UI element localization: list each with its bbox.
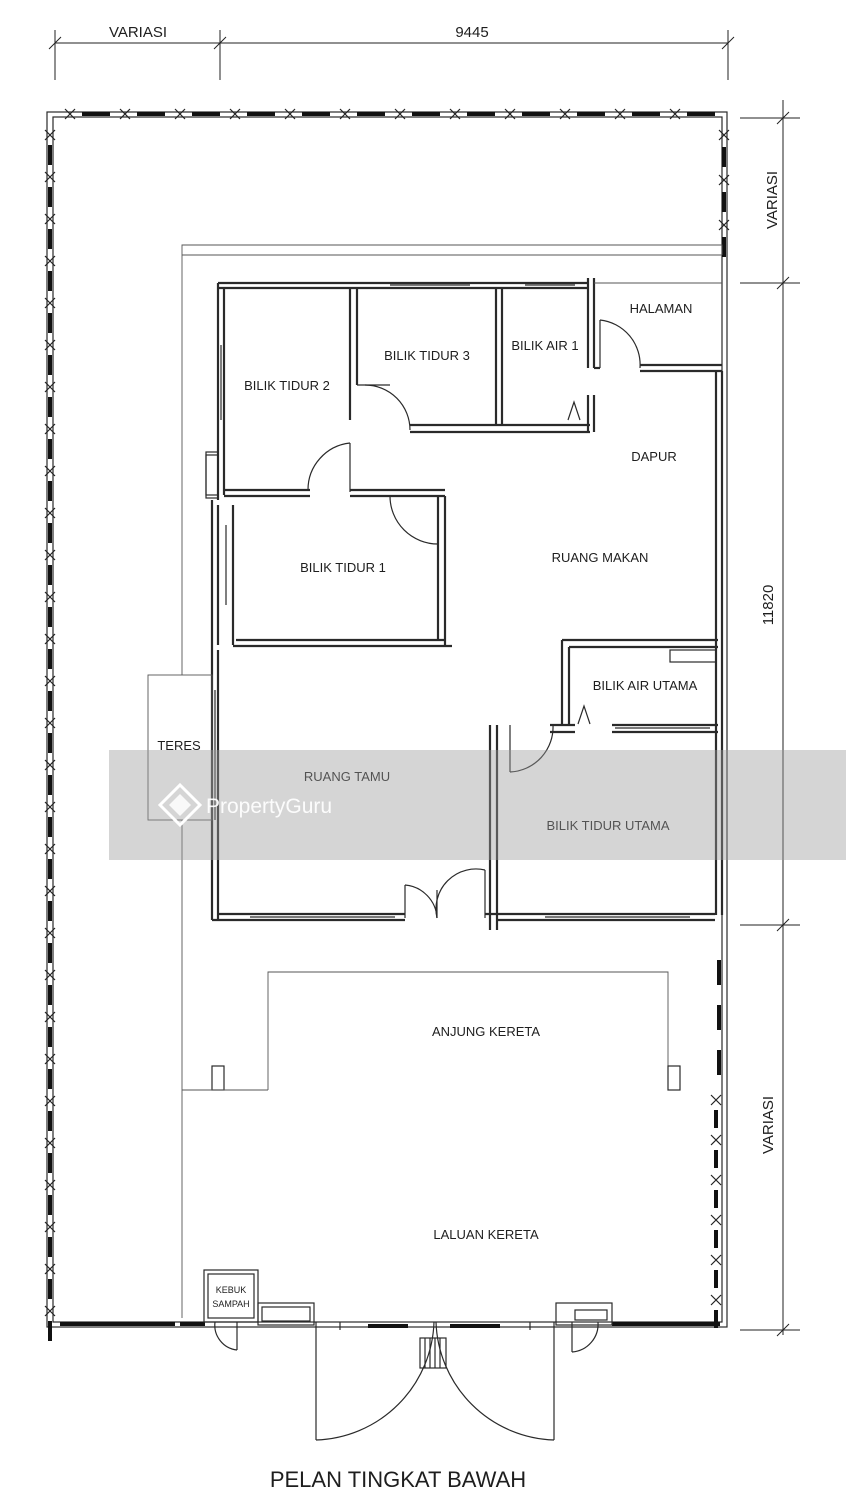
fence-post-mark [44,843,56,855]
watermark-text: PropertyGuru [206,795,332,818]
fence-post-mark [44,213,56,225]
fence-post-mark [44,507,56,519]
fence-post-mark [44,927,56,939]
gate-area [203,1269,613,1441]
room-labels: HALAMAN BILIK TIDUR 3 BILIK AIR 1 BILIK … [157,301,697,1309]
fence-post-mark [718,174,730,186]
windows [214,284,710,918]
fence-post-mark [44,1221,56,1233]
dim-right-top-variasi-label: VARIASI [764,171,781,229]
fence-post-mark [339,108,351,120]
fence-post-mark [44,129,56,141]
room-label-bilik-tidur-2: BILIK TIDUR 2 [244,378,330,393]
fence-post-mark [669,108,681,120]
doors [307,319,641,919]
fence-post-mark [44,171,56,183]
dim-right-bottom-variasi-label: VARIASI [760,1096,777,1154]
fence-post-mark [44,633,56,645]
watermark: PropertyGuru [109,750,846,860]
room-label-bilik-air-1: BILIK AIR 1 [511,338,578,353]
fence-post-mark [710,1214,722,1226]
room-label-halaman: HALAMAN [630,301,693,316]
teres-outline [147,674,213,821]
fence-post-mark [44,591,56,603]
fence-post-mark [44,255,56,267]
fence-post-mark [44,549,56,561]
fence-post-mark [44,675,56,687]
fence-post-mark [710,1134,722,1146]
fence-post-mark [44,1263,56,1275]
fence-post-mark [710,1294,722,1306]
fence-post-mark [559,108,571,120]
room-label-bilik-tidur-utama: BILIK TIDUR UTAMA [546,818,669,833]
room-label-ruang-tamu: RUANG TAMU [304,769,390,784]
room-label-teres: TERES [157,738,201,753]
fence-post-mark [44,339,56,351]
fence-post-mark [614,108,626,120]
fence-post-mark [44,1095,56,1107]
fence-post-mark [44,381,56,393]
fence-post-mark [44,423,56,435]
fence-post-mark [710,1254,722,1266]
fence-post-mark [44,801,56,813]
fence-post-mark [44,1137,56,1149]
dim-top-variasi-label: VARIASI [109,24,167,41]
fence-post-mark [44,297,56,309]
room-label-ruang-makan: RUANG MAKAN [552,550,649,565]
fence-post-mark [44,759,56,771]
room-label-anjung-kereta: ANJUNG KERETA [432,1024,540,1039]
room-label-dapur: DAPUR [631,449,677,464]
fence-post-mark [64,108,76,120]
right-dimension: VARIASI 11820 VARIASI [740,100,800,1337]
room-label-bilik-tidur-1: BILIK TIDUR 1 [300,560,386,575]
fence-post-mark [394,108,406,120]
fence-post-mark [44,1053,56,1065]
fence-post-mark [449,108,461,120]
fence-post-mark [119,108,131,120]
room-label-kebuk: KEBUK [216,1285,247,1295]
propertyguru-logo-icon [157,782,203,828]
room-label-bilik-air-utama: BILIK AIR UTAMA [593,678,698,693]
fence-post-mark [718,129,730,141]
fence-post-mark [44,1179,56,1191]
plan-title: PELAN TINGKAT BAWAH [270,1467,526,1492]
fence-post-mark [174,108,186,120]
fence-post-mark [44,717,56,729]
fence-post-mark [229,108,241,120]
fence-post-mark [718,219,730,231]
fence-post-mark [44,1011,56,1023]
dim-right-length-label: 11820 [760,585,777,626]
fence-post-mark [284,108,296,120]
carporch [181,820,681,1318]
fence-post-mark [44,1305,56,1317]
room-label-bilik-tidur-3: BILIK TIDUR 3 [384,348,470,363]
room-label-laluan-kereta: LALUAN KERETA [433,1227,539,1242]
top-dimension: VARIASI 9445 [48,24,735,80]
dim-top-width-label: 9445 [455,24,488,41]
fence-post-mark [710,1094,722,1106]
fence-post-mark [44,465,56,477]
fence-post-mark [44,885,56,897]
fence-post-mark [504,108,516,120]
room-label-sampah: SAMPAH [212,1299,249,1309]
plot-boundary [44,108,730,1341]
fence-post-mark [44,969,56,981]
fence-post-mark [710,1174,722,1186]
